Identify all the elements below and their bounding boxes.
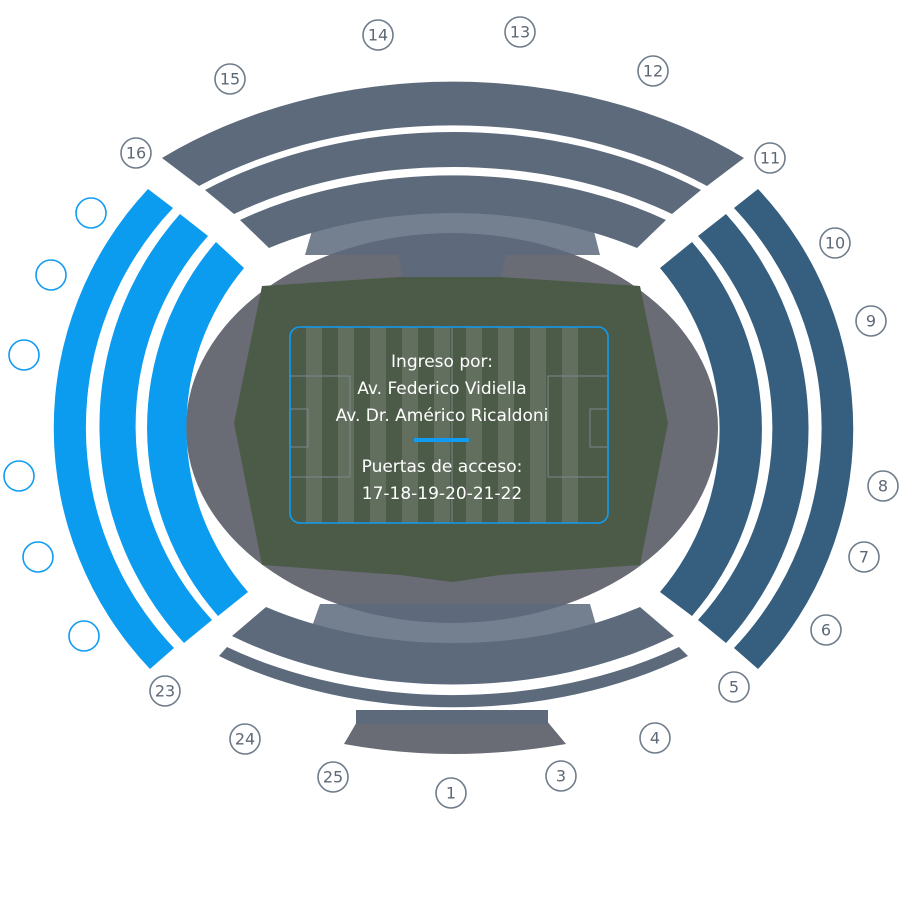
info-heading: Ingreso por: (391, 352, 493, 372)
svg-text:6: 6 (821, 621, 831, 640)
east-stand-inner (660, 242, 762, 616)
gate-21[interactable] (35, 259, 67, 291)
svg-text:4: 4 (650, 729, 660, 748)
svg-text:15: 15 (220, 70, 240, 89)
svg-text:1: 1 (446, 784, 456, 803)
gate-9[interactable]: 9 (855, 305, 887, 337)
gate-22[interactable] (75, 197, 107, 229)
north-stand-outer (162, 81, 744, 186)
svg-text:24: 24 (235, 730, 255, 749)
east-stand-middle (698, 214, 809, 643)
north-stand-middle (205, 131, 701, 214)
info-panel (289, 326, 609, 524)
gate-16[interactable]: 16 (120, 137, 152, 169)
gate-3[interactable]: 3 (545, 760, 577, 792)
gate-17[interactable] (68, 620, 100, 652)
svg-text:3: 3 (556, 767, 566, 786)
svg-text:13: 13 (510, 23, 530, 42)
svg-text:23: 23 (155, 682, 175, 701)
svg-text:10: 10 (825, 234, 845, 253)
south-platform (344, 720, 566, 754)
svg-text:11: 11 (760, 149, 780, 168)
svg-text:16: 16 (126, 144, 146, 163)
gate-13[interactable]: 13 (504, 16, 536, 48)
svg-text:7: 7 (859, 548, 869, 567)
gate-18[interactable] (22, 541, 54, 573)
gate-15[interactable]: 15 (214, 63, 246, 95)
gate-7[interactable]: 7 (848, 541, 880, 573)
info-gates-heading: Puertas de acceso: (362, 457, 523, 477)
gate-6[interactable]: 6 (810, 614, 842, 646)
south-stand-inner (232, 607, 674, 685)
gate-1[interactable]: 1 (435, 777, 467, 809)
gate-8[interactable]: 8 (867, 470, 899, 502)
west-stand-inner (147, 242, 248, 616)
west-stand-outer (53, 189, 174, 669)
gate-10[interactable]: 10 (819, 227, 851, 259)
gate-14[interactable]: 14 (362, 19, 394, 51)
svg-text:5: 5 (729, 678, 739, 697)
gate-20[interactable] (8, 339, 40, 371)
gate-24[interactable]: 24 (229, 723, 261, 755)
pitch (234, 277, 668, 582)
svg-text:9: 9 (866, 312, 876, 331)
south-lower-stand (356, 710, 548, 724)
east-stand-outer (734, 189, 854, 669)
gate-23[interactable]: 23 (149, 675, 181, 707)
gate-19[interactable] (3, 460, 35, 492)
south-stand-outer (219, 647, 688, 708)
info-street-2: Av. Dr. Américo Ricaldoni (336, 406, 549, 426)
info-gates-list: 17-18-19-20-21-22 (362, 484, 522, 504)
info-street-1: Av. Federico Vidiella (357, 379, 526, 399)
svg-text:12: 12 (643, 62, 663, 81)
gate-4[interactable]: 4 (639, 722, 671, 754)
gate-5[interactable]: 5 (718, 671, 750, 703)
svg-text:8: 8 (878, 477, 888, 496)
svg-text:25: 25 (323, 768, 343, 787)
info-divider (414, 438, 469, 442)
gate-25[interactable]: 25 (317, 761, 349, 793)
gate-12[interactable]: 12 (637, 55, 669, 87)
north-stand-inner (240, 175, 666, 248)
gate-11[interactable]: 11 (754, 142, 786, 174)
west-stand-middle (99, 214, 212, 643)
svg-text:14: 14 (368, 26, 388, 45)
